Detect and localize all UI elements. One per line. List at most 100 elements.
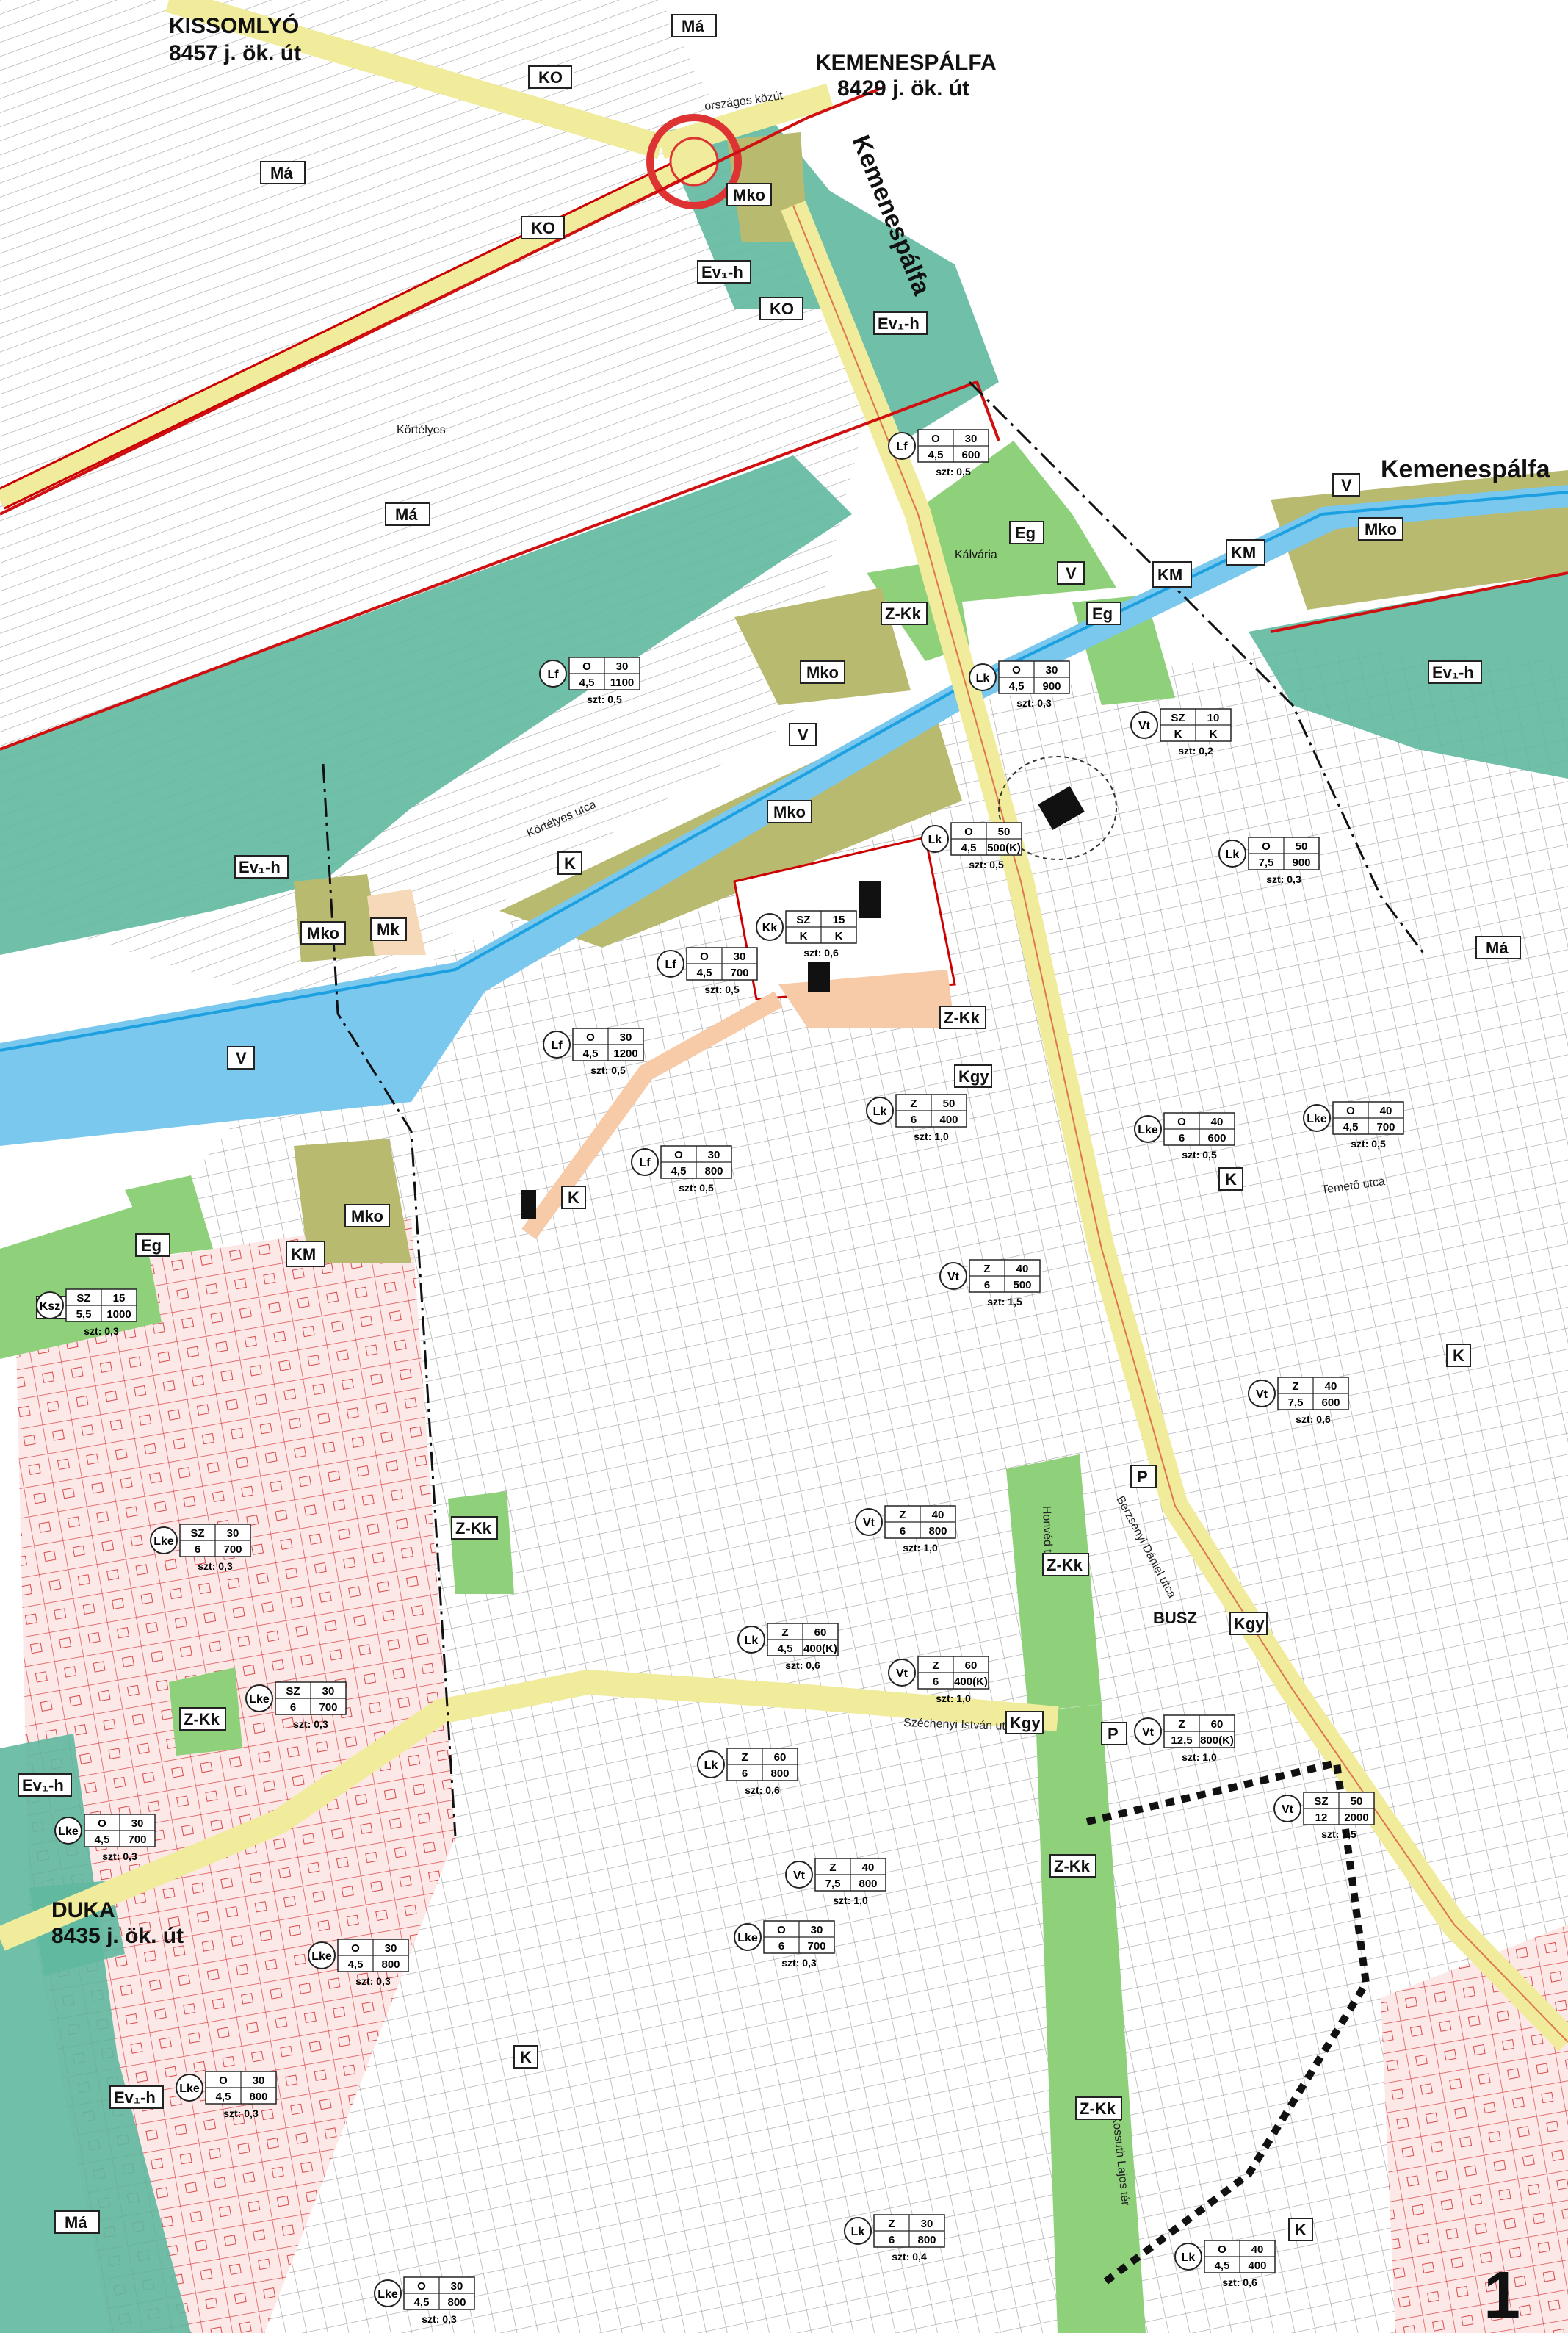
- zone-code-mko-4: Mko: [1358, 517, 1403, 541]
- district-value: 500: [1013, 1279, 1031, 1291]
- zone-code-busz: BUSZ: [1153, 1609, 1197, 1627]
- sheet-number: 1: [1484, 2259, 1520, 2332]
- district-value: 4,5: [583, 1047, 599, 1060]
- svg-text:Má: Má: [1486, 939, 1509, 957]
- town-parcels: [132, 646, 1568, 2333]
- zone-code-ev-2: Ev₁-h: [873, 311, 928, 335]
- svg-text:Eg: Eg: [1092, 605, 1113, 623]
- district-code: Lf: [896, 441, 908, 453]
- svg-text:Mko: Mko: [773, 803, 806, 821]
- district-value: 4,5: [414, 2296, 430, 2309]
- svg-text:V: V: [1341, 476, 1352, 494]
- district-value: 30: [131, 1817, 144, 1830]
- district-value: O: [219, 2074, 228, 2087]
- boundary-north: [0, 87, 882, 516]
- district-value: O: [1262, 840, 1271, 853]
- district-value: 400: [1248, 2260, 1266, 2272]
- svg-text:Z-Kk: Z-Kk: [1047, 1556, 1083, 1574]
- zone-code-zkk-6: Z-Kk: [1049, 1854, 1096, 1878]
- protection-area: [1085, 1758, 1370, 2287]
- district-code: Lke: [249, 1693, 270, 1706]
- boundary-town-east: [968, 381, 1426, 956]
- district-value: 30: [451, 2280, 463, 2293]
- svg-text:Mko: Mko: [1365, 520, 1397, 538]
- district-code: Lf: [665, 959, 676, 971]
- district-value: 50: [1351, 1795, 1363, 1808]
- boundary-inner: [0, 380, 1000, 751]
- district-szt: szt: 0,6: [785, 1659, 820, 1671]
- district-szt: szt: 0,3: [102, 1850, 137, 1862]
- district-value: 800: [704, 1165, 723, 1178]
- district-szt: szt: 0,5: [590, 1064, 626, 1076]
- district-value: 60: [774, 1751, 787, 1764]
- district-value: 4,5: [778, 1643, 793, 1655]
- district-value: K: [1174, 728, 1182, 740]
- zone-code-ma-1: Má: [671, 14, 717, 37]
- district-value: Z: [888, 2218, 895, 2230]
- district-value: 40: [1016, 1263, 1029, 1275]
- district-value: 40: [862, 1861, 875, 1874]
- svg-text:K: K: [1453, 1346, 1464, 1365]
- svg-text:V: V: [236, 1049, 247, 1067]
- district-value: Z: [1292, 1380, 1298, 1393]
- district-value: 30: [253, 2074, 265, 2087]
- planned-road-ko-fill: [0, 154, 702, 508]
- building-west: [521, 1190, 536, 1219]
- svg-text:Má: Má: [65, 2213, 87, 2232]
- svg-text:Eg: Eg: [141, 1236, 162, 1255]
- district-szt: szt: 0,3: [1016, 697, 1052, 709]
- pedestrian-path: [521, 991, 783, 1240]
- district-value: 12: [1315, 1811, 1328, 1824]
- district-value: 6: [933, 1676, 939, 1688]
- district-value: 60: [1211, 1718, 1224, 1731]
- district-value: O: [1177, 1116, 1186, 1128]
- district-value: 30: [322, 1685, 335, 1698]
- district-szt: szt: 0,3: [355, 1975, 391, 1987]
- district-value: 600: [961, 449, 980, 461]
- district-value: 800: [249, 2091, 267, 2103]
- zone-code-ev-1: Ev₁-h: [697, 260, 751, 284]
- zone-code-k-1: K: [557, 851, 582, 875]
- svg-text:KM: KM: [1157, 566, 1182, 584]
- zone-ev-west: [0, 455, 852, 955]
- district-value: 40: [1211, 1116, 1224, 1128]
- zone-code-zkk-3: Z-Kk: [451, 1516, 498, 1540]
- district-value: 1000: [106, 1308, 131, 1321]
- district-szt: szt: 0,3: [198, 1560, 233, 1572]
- locality-kalvaria: Kálvária: [955, 549, 997, 561]
- district-szt: szt: 0,3: [781, 1957, 817, 1969]
- svg-text:Z-Kk: Z-Kk: [885, 605, 922, 623]
- district-code: Lke: [737, 1932, 758, 1944]
- district-value: 7,5: [1288, 1396, 1304, 1409]
- district-value: 50: [1296, 840, 1308, 853]
- building-east: [1038, 786, 1085, 830]
- district-szt: szt: 0,6: [1222, 2276, 1257, 2288]
- district-value: O: [777, 1924, 786, 1936]
- zone-code-v-4: V: [227, 1046, 255, 1070]
- district-value: SZ: [796, 914, 810, 926]
- zone-code-v-3: V: [789, 723, 817, 746]
- district-value: 1100: [610, 677, 635, 689]
- district-value: 7,5: [825, 1878, 841, 1890]
- district-value: 700: [1376, 1121, 1395, 1133]
- district-value: 50: [998, 826, 1011, 838]
- boundary-east: [1270, 571, 1568, 633]
- district-value: O: [1218, 2243, 1226, 2256]
- zone-code-v-2: V: [1057, 561, 1085, 585]
- district-szt: szt: 1,5: [987, 1296, 1022, 1308]
- residential-red-parcels-east: [1381, 1925, 1568, 2333]
- zone-zkk-honved: [1006, 1454, 1102, 1712]
- svg-text:K: K: [1225, 1170, 1237, 1189]
